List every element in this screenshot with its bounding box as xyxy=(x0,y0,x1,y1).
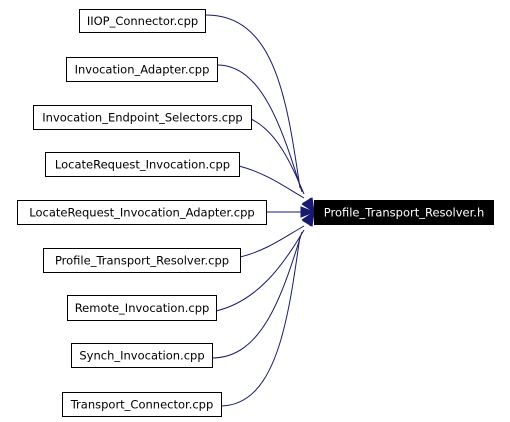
source-file-label: IIOP_Connector.cpp xyxy=(87,14,198,28)
source-file-label: Invocation_Endpoint_Selectors.cpp xyxy=(42,111,242,125)
arrowhead-icon xyxy=(301,197,315,214)
edge-line xyxy=(211,231,303,359)
source-file-label: Profile_Transport_Resolver.cpp xyxy=(55,254,229,268)
node-box xyxy=(67,295,217,321)
edge-line xyxy=(216,64,303,193)
source-file-label: Invocation_Adapter.cpp xyxy=(75,63,210,77)
source-file-node[interactable]: IIOP_Connector.cpp xyxy=(79,9,206,33)
node-box xyxy=(79,9,206,33)
nodes: IIOP_Connector.cppInvocation_Adapter.cpp… xyxy=(17,9,494,417)
source-file-label: Transport_Connector.cpp xyxy=(70,398,214,412)
node-box xyxy=(71,343,213,368)
source-file-node[interactable]: Invocation_Endpoint_Selectors.cpp xyxy=(33,105,252,130)
target-header-node[interactable]: Profile_Transport_Resolver.h xyxy=(314,200,494,225)
source-file-label: LocateRequest_Invocation_Adapter.cpp xyxy=(29,206,254,220)
include-edge xyxy=(266,206,316,218)
arrowhead-icon xyxy=(300,206,316,218)
node-box xyxy=(17,200,267,225)
node-box xyxy=(45,152,240,177)
edge-line xyxy=(250,118,305,195)
edges xyxy=(204,14,316,407)
target-file-label: Profile_Transport_Resolver.h xyxy=(324,206,485,220)
node-box xyxy=(33,105,252,130)
source-file-node[interactable]: Remote_Invocation.cpp xyxy=(67,295,217,321)
include-edge xyxy=(220,210,315,407)
node-box xyxy=(43,248,241,273)
source-file-node[interactable]: Synch_Invocation.cpp xyxy=(71,343,213,368)
node-box xyxy=(66,57,218,82)
node-box xyxy=(314,200,494,225)
source-file-node[interactable]: Profile_Transport_Resolver.cpp xyxy=(43,248,241,273)
node-box xyxy=(62,392,222,417)
arrowhead-icon xyxy=(302,210,315,227)
include-edge xyxy=(238,165,315,214)
source-file-node[interactable]: Invocation_Adapter.cpp xyxy=(66,57,218,82)
edge-line xyxy=(238,165,305,199)
edge-line xyxy=(220,235,301,407)
source-file-node[interactable]: LocateRequest_Invocation.cpp xyxy=(45,152,240,177)
edge-line xyxy=(204,14,301,189)
source-file-label: Remote_Invocation.cpp xyxy=(75,301,210,315)
include-edge xyxy=(216,64,315,214)
source-file-node[interactable]: Transport_Connector.cpp xyxy=(62,392,222,417)
source-file-label: LocateRequest_Invocation.cpp xyxy=(55,158,230,172)
source-file-label: Synch_Invocation.cpp xyxy=(79,349,204,363)
source-file-node[interactable]: LocateRequest_Invocation_Adapter.cpp xyxy=(17,200,267,225)
edge-line xyxy=(239,225,305,258)
edge-line xyxy=(215,229,305,312)
